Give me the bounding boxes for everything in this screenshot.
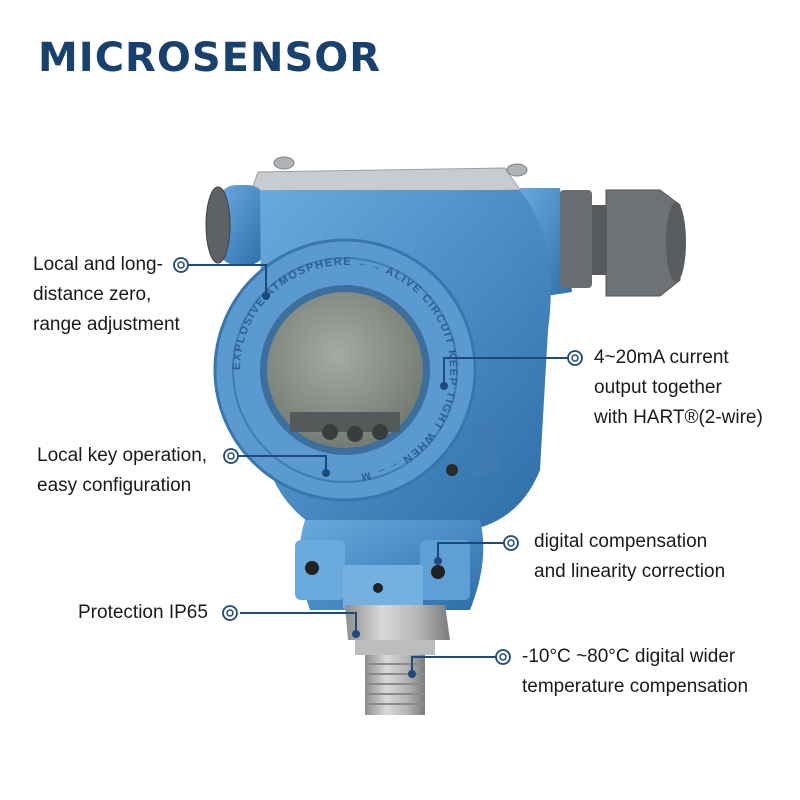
callout-target-icons	[173, 257, 583, 665]
target-icon	[567, 350, 583, 366]
process-connection	[345, 605, 450, 715]
callout-lines	[188, 264, 568, 673]
front-cover: EXPLOSIVE ATMOSPHERE ←→ ALIVE CIRCUIT KE…	[213, 238, 477, 502]
callout-zero-range: Local and long- distance zero, range adj…	[33, 254, 180, 335]
callout-protection: Protection IP65	[78, 602, 208, 623]
callout-digital-compensation: digital compensation and linearity corre…	[534, 531, 726, 582]
callout-key-operation: Local key operation, easy configuration	[37, 445, 208, 496]
mounting-lugs	[295, 520, 484, 610]
target-icon	[503, 535, 519, 551]
callout-dots	[262, 292, 448, 678]
target-icon	[222, 605, 238, 621]
callout-temperature: -10°C ~80°C digital wider temperature co…	[522, 646, 749, 697]
callout-current-output: 4~20mA current output together with HART…	[594, 347, 763, 428]
brand-logo: MICROSENSOR	[38, 35, 382, 81]
left-conduit	[205, 185, 266, 265]
target-icon	[173, 257, 189, 273]
top-plate	[249, 156, 528, 196]
target-icon	[223, 448, 239, 464]
target-icon	[495, 649, 511, 665]
